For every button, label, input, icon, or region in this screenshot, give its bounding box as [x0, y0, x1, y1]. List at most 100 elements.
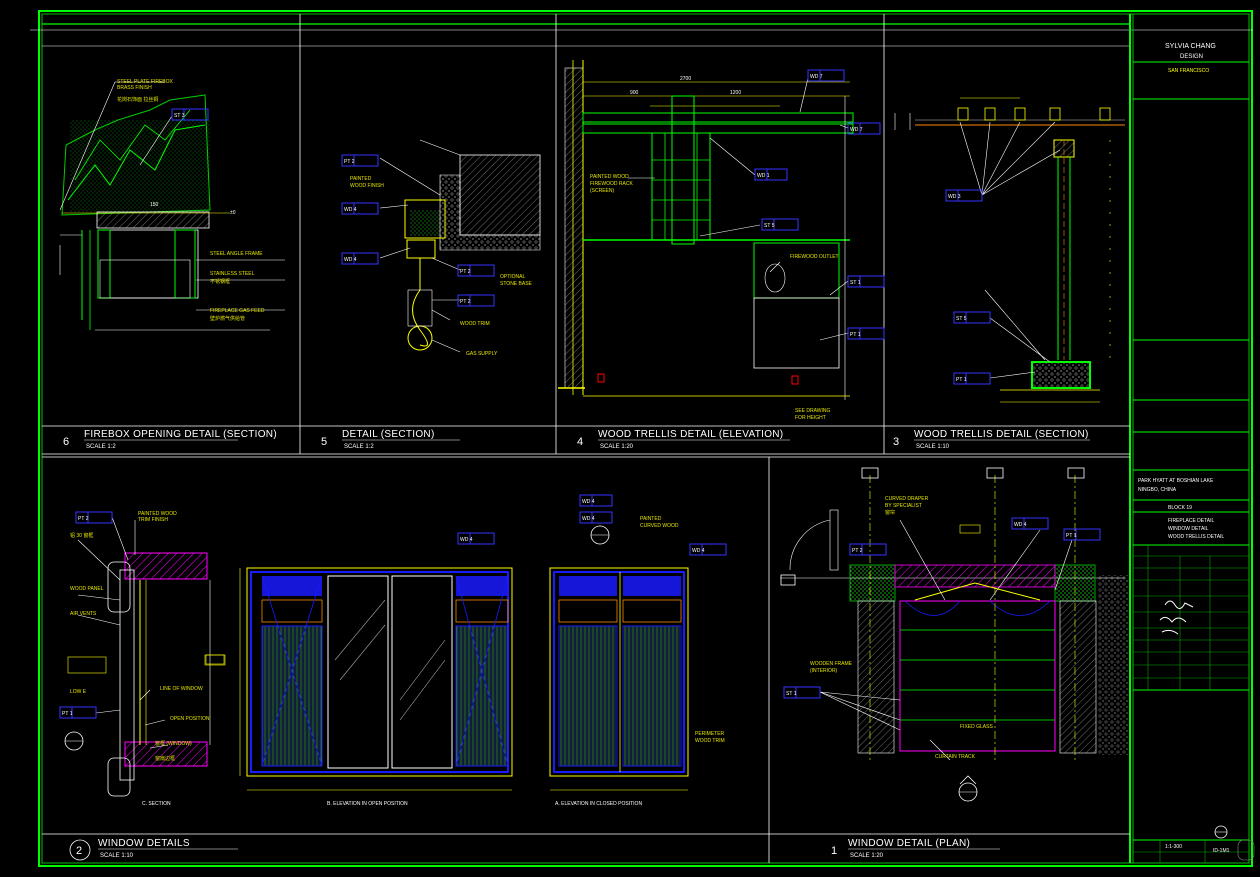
tag-st5-a: ST 5: [764, 223, 775, 229]
svg-text:WINDOW DETAILS: WINDOW DETAILS: [98, 838, 190, 849]
svg-text:SCALE 1:20: SCALE 1:20: [850, 853, 884, 859]
tb-desc1: FIREPLACE DETAIL: [1168, 518, 1215, 524]
svg-text:SCALE 1:2: SCALE 1:2: [86, 444, 116, 450]
firm-design: DESIGN: [1180, 54, 1203, 60]
tag-st1-b: ST 1: [786, 691, 797, 697]
firm-name: SYLVIA CHANG: [1165, 43, 1216, 50]
svg-text:PAINTED WOOD: PAINTED WOOD: [590, 174, 629, 180]
tag-pt1-a: PT 1: [850, 332, 861, 338]
tb-drawing-no: ID-1M1: [1213, 848, 1230, 854]
svg-text:OPTIONAL: OPTIONAL: [500, 274, 526, 280]
svg-text:1200: 1200: [730, 90, 741, 96]
svg-text:6: 6: [63, 436, 69, 448]
tag-wd1: WD 1: [757, 173, 770, 179]
tb-desc2: WINDOW DETAIL: [1168, 526, 1209, 532]
svg-text:5: 5: [321, 436, 327, 448]
svg-text:FOR HEIGHT: FOR HEIGHT: [795, 415, 826, 421]
svg-text:DETAIL (SECTION): DETAIL (SECTION): [342, 429, 435, 440]
svg-text:CURVED WOOD: CURVED WOOD: [640, 523, 679, 529]
tag-wd3: WD 3: [948, 194, 961, 200]
svg-text:CURVED DRAPER: CURVED DRAPER: [885, 496, 929, 502]
svg-text:1: 1: [831, 845, 837, 857]
tag-pt2-d: PT 2: [78, 516, 89, 522]
sub-view-b-label: B. ELEVATION IN OPEN POSITION: [327, 801, 408, 807]
tag-wd4-a: WD 4: [344, 207, 357, 213]
svg-text:窗帘: 窗帘: [885, 509, 895, 516]
tag-wd4-c: WD 4: [460, 537, 473, 543]
tag-pt2-e: PT 2: [852, 548, 863, 554]
tb-location: NINGBO, CHINA: [1138, 487, 1177, 493]
svg-text:SCALE 1:10: SCALE 1:10: [916, 444, 950, 450]
svg-text:(INTERIOR): (INTERIOR): [810, 668, 838, 674]
svg-text:WOOD FINISH: WOOD FINISH: [350, 183, 384, 189]
detail-title-1: 1 WINDOW DETAIL (PLAN) SCALE 1:20: [831, 838, 1000, 859]
svg-text:LINE OF WINDOW: LINE OF WINDOW: [160, 686, 203, 692]
tag-wd4-b: WD 4: [344, 257, 357, 263]
detail-title-3: 3 WOOD TRELLIS DETAIL (SECTION) SCALE 1:…: [893, 429, 1090, 450]
sub-view-a-label: A. ELEVATION IN CLOSED POSITION: [555, 801, 642, 807]
tag-pt2-b: PT 2: [460, 269, 471, 275]
sheet-frame: [30, 10, 1253, 867]
svg-text:2: 2: [76, 845, 82, 857]
svg-text:CURTAIN TRACK: CURTAIN TRACK: [935, 754, 976, 760]
svg-text:WOOD TRELLIS DETAIL (SECTION): WOOD TRELLIS DETAIL (SECTION): [914, 429, 1089, 440]
tb-desc3: WOOD TRELLIS DETAIL: [1168, 534, 1224, 540]
svg-text:FIREWOOD OUTLET: FIREWOOD OUTLET: [790, 254, 839, 260]
detail-title-2: 2 WINDOW DETAILS SCALE 1:10: [69, 838, 238, 861]
detail-title-6: 6 FIREBOX OPENING DETAIL (SECTION) SCALE…: [63, 429, 277, 450]
svg-text:WOOD TRIM: WOOD TRIM: [460, 321, 490, 327]
tb-scale-no: 1:1-300: [1165, 844, 1182, 850]
panel-grid: [42, 14, 1130, 863]
detail-1-window-plan: PT 2 WD 4 PT 1 ST 1 CURVED DRAPER BY SPE…: [780, 467, 1128, 802]
svg-text:AIR VENTS: AIR VENTS: [70, 611, 97, 617]
svg-text:2700: 2700: [680, 76, 691, 82]
detail-4-trellis-elevation: WD 7 WD 1 ST 5 ST 1 PT 1 WD 7 PAINTED WO…: [558, 60, 885, 421]
svg-text:GAS SUPPLY: GAS SUPPLY: [466, 351, 498, 357]
svg-text:150: 150: [150, 202, 159, 208]
svg-text:SCALE 1:10: SCALE 1:10: [100, 853, 134, 859]
tag-wd4-e: WD 4: [582, 516, 595, 522]
tag-pt2-a: PT 2: [344, 159, 355, 165]
svg-text:WINDOW DETAIL (PLAN): WINDOW DETAIL (PLAN): [848, 838, 970, 849]
svg-text:BY SPECIALIST: BY SPECIALIST: [885, 503, 922, 509]
tb-block: BLOCK 19: [1168, 505, 1192, 511]
svg-text:SCALE 1:2: SCALE 1:2: [344, 444, 374, 450]
tag-wd7-b: WD 7: [850, 127, 863, 133]
svg-text:窗框 (WINDOW): 窗框 (WINDOW): [155, 740, 192, 747]
svg-text:BRASS FINISH: BRASS FINISH: [117, 85, 152, 91]
svg-text:3: 3: [893, 436, 899, 448]
svg-text:FIXED GLASS: FIXED GLASS: [960, 724, 993, 730]
detail-title-5: 5 DETAIL (SECTION) SCALE 1:2: [321, 429, 460, 450]
tag-pt1-b: PT 1: [956, 377, 967, 383]
svg-text:SEE DRAWING: SEE DRAWING: [795, 408, 830, 414]
svg-text:STEEL ANGLE FRAME: STEEL ANGLE FRAME: [210, 251, 263, 257]
svg-text:STAINLESS STEEL: STAINLESS STEEL: [210, 271, 255, 277]
svg-text:STEEL PLATE FIREBOX: STEEL PLATE FIREBOX: [117, 79, 174, 85]
svg-text:WOOD TRIM: WOOD TRIM: [695, 738, 725, 744]
svg-text:壁炉燃气供给管: 壁炉燃气供给管: [210, 315, 245, 322]
tag-wd4-d: WD 4: [582, 499, 595, 505]
detail-6-firebox-section: ST 3 STEEL PLATE FIREBOX BRASS FINISH 花岗…: [59, 79, 285, 331]
detail-title-4: 4 WOOD TRELLIS DETAIL (ELEVATION) SCALE …: [577, 429, 790, 450]
tag-pt1-d: PT 1: [1066, 533, 1077, 539]
svg-text:花岗石饰面 拉丝铜: 花岗石饰面 拉丝铜: [117, 96, 158, 103]
tag-wd4-f: WD 4: [692, 548, 705, 554]
detail-2-window-details: PT 2 PT 1 PAINTED WOOD TRIM FINISH 铝 30 …: [59, 494, 727, 807]
svg-text:WOODEN FRAME: WOODEN FRAME: [810, 661, 853, 667]
svg-text:OPEN POSITION: OPEN POSITION: [170, 716, 210, 722]
svg-text:WOOD PANEL: WOOD PANEL: [70, 586, 104, 592]
tag-pt2-c: PT 2: [460, 299, 471, 305]
tag-st3: ST 3: [174, 113, 185, 119]
tag-pt1-c: PT 1: [62, 711, 73, 717]
tag-wd7: WD 7: [810, 74, 823, 80]
svg-text:±0: ±0: [230, 210, 236, 216]
svg-text:900: 900: [630, 90, 639, 96]
tag-st1: ST 1: [850, 280, 861, 286]
svg-text:PAINTED WOOD: PAINTED WOOD: [138, 511, 177, 517]
svg-text:FIREBOX OPENING DETAIL (SECTIO: FIREBOX OPENING DETAIL (SECTION): [84, 429, 277, 440]
tag-wd4-g: WD 4: [1014, 522, 1027, 528]
svg-text:TRIM FINISH: TRIM FINISH: [138, 517, 168, 523]
svg-text:WOOD TRELLIS DETAIL (ELEVATION: WOOD TRELLIS DETAIL (ELEVATION): [598, 429, 783, 440]
sub-view-c-label: C. SECTION: [142, 801, 171, 807]
